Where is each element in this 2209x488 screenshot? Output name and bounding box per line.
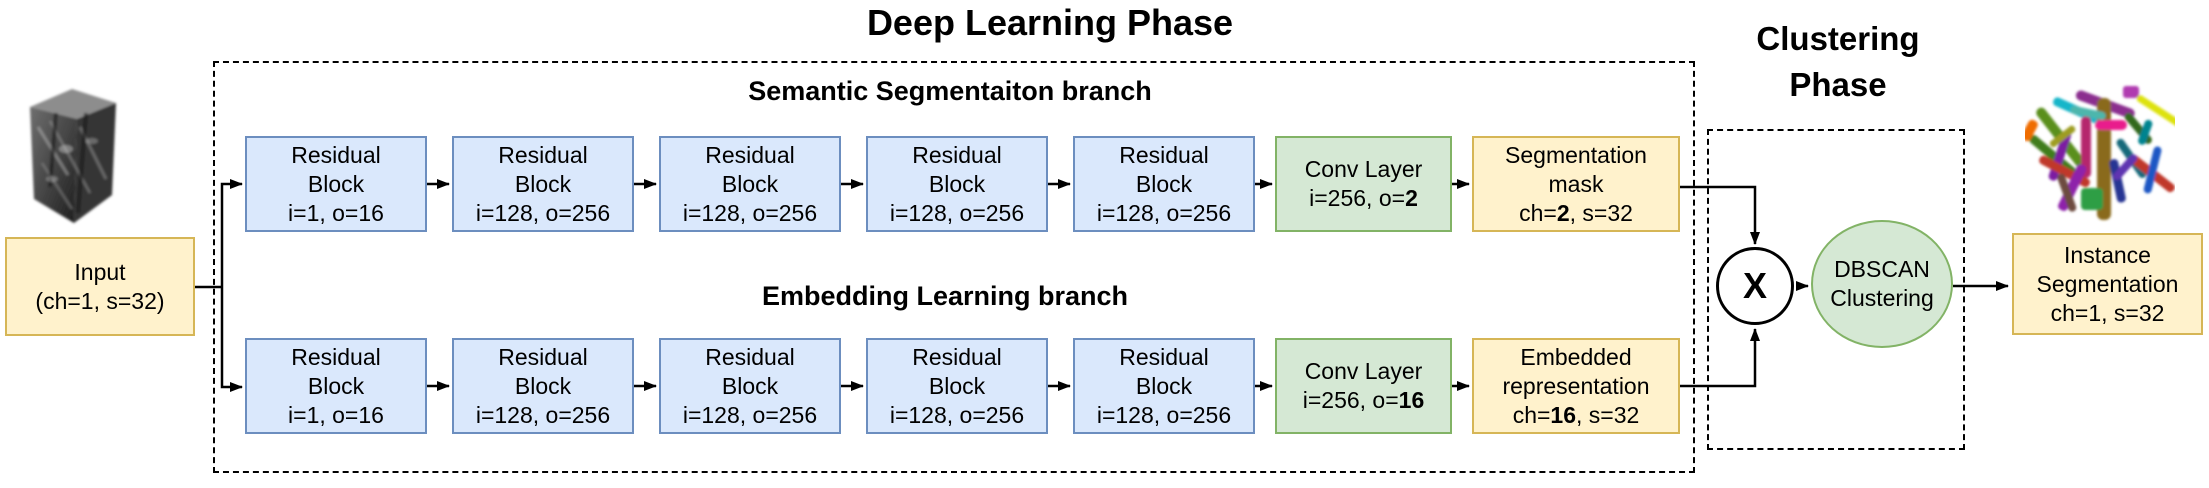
block-line: Residual	[912, 343, 1002, 370]
conv-out-channels: 2	[1405, 185, 1418, 211]
block-line: Block	[721, 372, 779, 399]
block-line: Block	[307, 170, 365, 197]
block-line: i=128, o=256	[682, 199, 818, 226]
residual-block: Residual Block i=128, o=256	[452, 136, 634, 232]
block-line: Residual	[498, 141, 588, 168]
mask-line3: ch=2, s=32	[1519, 199, 1633, 228]
block-line: Residual	[498, 343, 588, 370]
embedding-branch-label: Embedding Learning branch	[761, 281, 1129, 311]
dbscan-line1: DBSCAN	[1834, 256, 1930, 282]
block-line: i=128, o=256	[889, 199, 1025, 226]
block-line: Block	[721, 170, 779, 197]
block-line: Residual	[1119, 343, 1209, 370]
conv-line2: i=256, o=2	[1309, 184, 1418, 213]
block-line: Residual	[291, 141, 381, 168]
clustering-title-line1: Clustering	[1756, 20, 1920, 57]
conv-line1: Conv Layer	[1304, 156, 1423, 182]
block-line: i=128, o=256	[1096, 199, 1232, 226]
block-line: i=128, o=256	[889, 401, 1025, 428]
clustering-title-line2: Phase	[1789, 66, 1887, 104]
block-line: Block	[928, 372, 986, 399]
residual-block: Residual Block i=128, o=256	[866, 136, 1048, 232]
output-line3: ch=1, s=32	[2050, 299, 2165, 326]
block-line: i=128, o=256	[475, 199, 611, 226]
conv-layer-box: Conv Layer i=256, o=2	[1275, 136, 1452, 232]
mask-ch-value: 2	[1556, 199, 1570, 226]
block-line: i=128, o=256	[682, 401, 818, 428]
block-line: i=128, o=256	[1096, 401, 1232, 428]
dbscan-line2: Clustering	[1830, 285, 1934, 311]
input-box-line1: Input	[74, 258, 126, 285]
conv-layer-box: Conv Layer i=256, o=16	[1275, 338, 1452, 434]
residual-block: Residual Block i=128, o=256	[1073, 136, 1255, 232]
residual-block: Residual Block i=128, o=256	[452, 338, 634, 434]
conv-out-channels: 16	[1398, 387, 1425, 413]
block-line: Block	[928, 170, 986, 197]
output-line2: Segmentation	[2036, 270, 2179, 297]
block-line: Residual	[1119, 141, 1209, 168]
block-line: Residual	[912, 141, 1002, 168]
segmentation-mask-box: Segmentation mask ch=2, s=32	[1472, 136, 1680, 232]
emb-line1: Embedded	[1520, 343, 1632, 370]
output-line1: Instance	[2064, 241, 2151, 268]
conv-line1: Conv Layer	[1304, 358, 1423, 384]
embedded-representation-box: Embedded representation ch=16, s=32	[1472, 338, 1680, 434]
block-line: i=128, o=256	[475, 401, 611, 428]
deep-learning-phase-title: Deep Learning Phase	[866, 2, 1234, 43]
block-line: Block	[514, 372, 572, 399]
emb-ch-prefix: ch=	[1512, 401, 1551, 428]
instance-segmentation-image	[2021, 82, 2187, 224]
multiply-node: X	[1716, 247, 1794, 325]
deep-learning-phase-box	[213, 61, 1695, 473]
residual-block: Residual Block i=1, o=16	[245, 338, 427, 434]
block-line: Block	[1135, 170, 1193, 197]
input-box: Input (ch=1, s=32)	[5, 237, 195, 336]
residual-block: Residual Block i=128, o=256	[1073, 338, 1255, 434]
residual-block: Residual Block i=128, o=256	[866, 338, 1048, 434]
mask-ch-prefix: ch=	[1519, 199, 1557, 226]
multiply-symbol: X	[1742, 265, 1767, 306]
emb-line3: ch=16, s=32	[1513, 401, 1640, 430]
mask-line1: Segmentation	[1505, 141, 1647, 168]
semantic-branch-label: Semantic Segmentaiton branch	[748, 76, 1152, 106]
block-line: i=1, o=16	[288, 401, 384, 428]
block-line: Block	[514, 170, 572, 197]
residual-block: Residual Block i=128, o=256	[659, 338, 841, 434]
emb-size: , s=32	[1576, 401, 1640, 428]
block-line: Residual	[291, 343, 381, 370]
instance-segmentation-box: Instance Segmentation ch=1, s=32	[2012, 233, 2203, 335]
clustering-phase-box	[1707, 129, 1965, 450]
dbscan-clustering-node: DBSCAN Clustering	[1811, 220, 1953, 348]
residual-block: Residual Block i=128, o=256	[659, 136, 841, 232]
block-line: Block	[1135, 372, 1193, 399]
clustering-phase-title: Clustering Phase	[1756, 16, 1919, 108]
block-line: Residual	[705, 343, 795, 370]
mask-size: , s=32	[1569, 199, 1633, 226]
residual-block: Residual Block i=1, o=16	[245, 136, 427, 232]
input-box-line2: (ch=1, s=32)	[35, 287, 165, 314]
input-volume-image	[20, 83, 124, 229]
conv-params: i=256, o=	[1309, 185, 1406, 211]
block-line: Block	[307, 372, 365, 399]
block-line: Residual	[705, 141, 795, 168]
emb-ch-value: 16	[1550, 401, 1577, 428]
emb-line2: representation	[1502, 372, 1650, 399]
conv-params: i=256, o=	[1302, 387, 1399, 413]
mask-line2: mask	[1548, 170, 1604, 197]
conv-line2: i=256, o=16	[1303, 386, 1425, 415]
block-line: i=1, o=16	[288, 199, 384, 226]
